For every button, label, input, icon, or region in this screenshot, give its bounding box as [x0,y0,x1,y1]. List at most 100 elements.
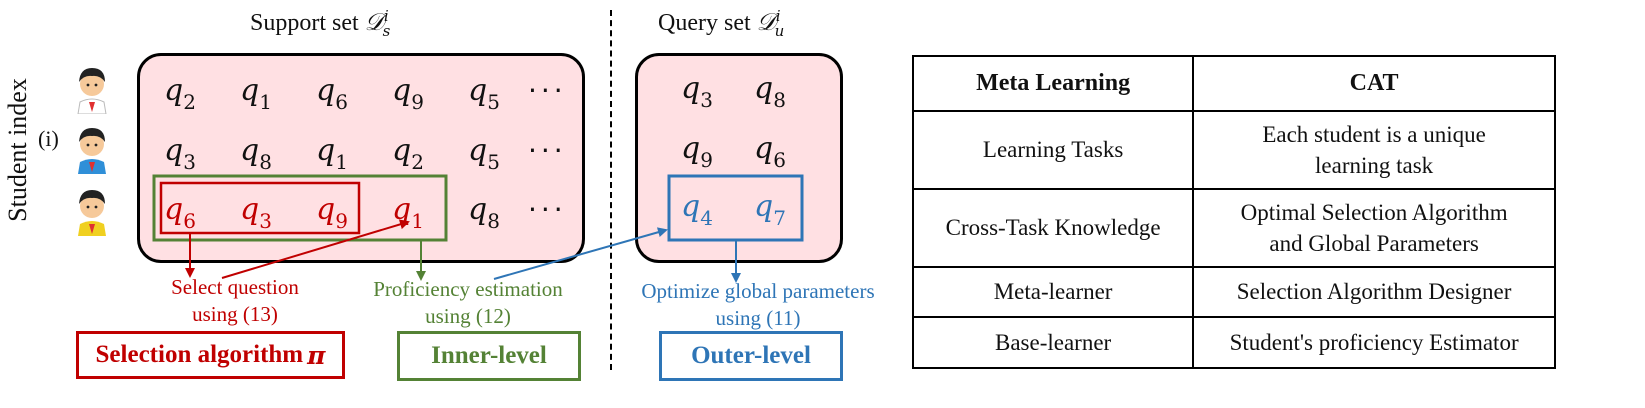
selection-tag-pi: π [307,340,326,370]
query-set-sup: i [775,7,781,25]
query-q-r1-2: q8 [754,71,786,112]
select-note-line1: Select question [171,275,299,299]
support-set-symbol: 𝒟 [364,8,384,36]
set-divider [610,10,612,370]
support-dots-r3: ··· [528,193,567,226]
query-q-r1-1: q3 [681,71,713,112]
q-index: 6 [335,90,348,114]
select-to-q1-arrow [221,219,410,279]
support-set-sup: i [383,7,389,25]
selection-tag-text: Selection algorithm [95,341,304,368]
student-avatar-3 [78,190,106,236]
proficiency-note: Proficiency estimation using (12) [350,276,586,331]
table-cell-line: Optimal Selection Algorithm [1240,199,1508,225]
support-set-sub: s [382,21,391,40]
selected-questions-highlight [159,181,361,235]
q-index: 4 [700,206,713,230]
q-index: 2 [183,90,196,114]
query-q-r2-2: q6 [754,131,786,172]
outer-tag-text: Outer-level [691,342,811,369]
q-index: 2 [411,150,424,174]
support-q-r1-3: q6 [316,73,348,114]
diagram-overlay [152,174,804,283]
selection-algorithm-tag: Selection algorithm π [76,331,345,379]
optimize-note: Optimize global parameters using (11) [622,278,894,333]
table-cell-left: Cross-Task Knowledge [911,188,1195,268]
inner-level-tag: Inner-level [397,331,581,381]
q-index: 1 [259,90,272,114]
outer-level-highlight [667,174,804,242]
table-row: Base-learner Student's proficiency Estim… [911,316,1556,369]
q-index: 9 [700,148,713,172]
table-cell-line: Each student is a unique [1262,121,1486,147]
support-q-r1-5: q5 [468,73,500,114]
support-dots-r1: ··· [528,74,567,107]
table-row: Cross-Task Knowledge Optimal Selection A… [911,188,1556,268]
student-i-label: (i) [38,126,59,151]
table-cell-line: learning task [1315,153,1434,178]
query-q-r2-1: q9 [681,131,713,172]
student-avatar-1 [77,68,107,114]
q-index: 8 [259,150,272,174]
query-set-title: Query set 𝒟iu [658,7,785,40]
table-header-meta-learning: Meta Learning [911,55,1195,112]
table-cell-right: Student's proficiency Estimator [1192,316,1556,369]
support-q-r3-2: q3 [240,192,272,233]
table-header-cat: CAT [1192,55,1556,112]
table-cell-left: Learning Tasks [911,110,1195,190]
support-q-r3-3: q9 [316,192,348,233]
optimize-note-line1: Optimize global parameters [641,279,875,303]
support-q-r2-3: q1 [316,133,348,174]
proficiency-to-query-arrow [493,227,668,280]
table-row: Meta-learner Selection Algorithm Designe… [911,266,1556,318]
support-dots-r2: ··· [528,134,567,167]
table-cell-right: Optimal Selection Algorithm and Global P… [1192,188,1556,268]
table-cell-right: Selection Algorithm Designer [1192,266,1556,318]
support-q-r2-4: q2 [392,133,424,174]
q-index: 1 [411,209,424,233]
support-q-r2-2: q8 [240,133,272,174]
q-index: 5 [487,90,500,114]
table-cell-line: and Global Parameters [1269,231,1479,256]
student-avatar-2 [78,128,106,174]
proficiency-note-line1: Proficiency estimation [373,277,563,301]
q-index: 6 [773,148,786,172]
comparison-table: Meta Learning CAT Learning Tasks Each st… [911,55,1556,369]
table-header-row: Meta Learning CAT [911,55,1556,112]
q-index: 3 [700,88,713,112]
q-index: 7 [773,206,786,230]
q-index: 9 [411,90,424,114]
q-index: 6 [183,209,196,233]
table-cell-left: Meta-learner [911,266,1195,318]
proficiency-note-line2: using (12) [425,304,511,329]
q-index: 1 [335,150,348,174]
table-cell-left: Base-learner [911,316,1195,369]
select-question-note: Select question using (13) [140,274,330,329]
query-q-r3-2: q7 [754,189,786,230]
q-index: 9 [335,209,348,233]
support-q-r2-5: q5 [468,133,500,174]
q-index: 8 [773,88,786,112]
q-index: 5 [487,150,500,174]
optimize-note-line2: using (11) [715,306,801,331]
support-set-title-text: Support set [250,10,365,36]
support-set-panel [137,53,585,263]
inner-tag-text: Inner-level [431,342,547,369]
query-set-symbol: 𝒟 [756,8,776,36]
q-index: 8 [487,209,500,233]
query-set-sub: u [774,21,785,40]
table-row: Learning Tasks Each student is a unique … [911,110,1556,190]
support-set-title: Support set 𝒟is [250,7,391,40]
support-q-r3-1: q6 [164,192,196,233]
query-q-r3-1: q4 [681,189,713,230]
support-q-r2-1: q3 [164,133,196,174]
q-index: 3 [183,150,196,174]
query-set-title-text: Query set [658,10,757,36]
table-cell-right: Each student is a unique learning task [1192,110,1556,190]
select-note-line2: using (13) [192,302,278,327]
inner-level-highlight [152,174,448,242]
support-q-r1-1: q2 [164,73,196,114]
support-q-r1-2: q1 [240,73,272,114]
support-q-r3-4: q1 [392,192,424,233]
outer-level-tag: Outer-level [659,331,843,381]
